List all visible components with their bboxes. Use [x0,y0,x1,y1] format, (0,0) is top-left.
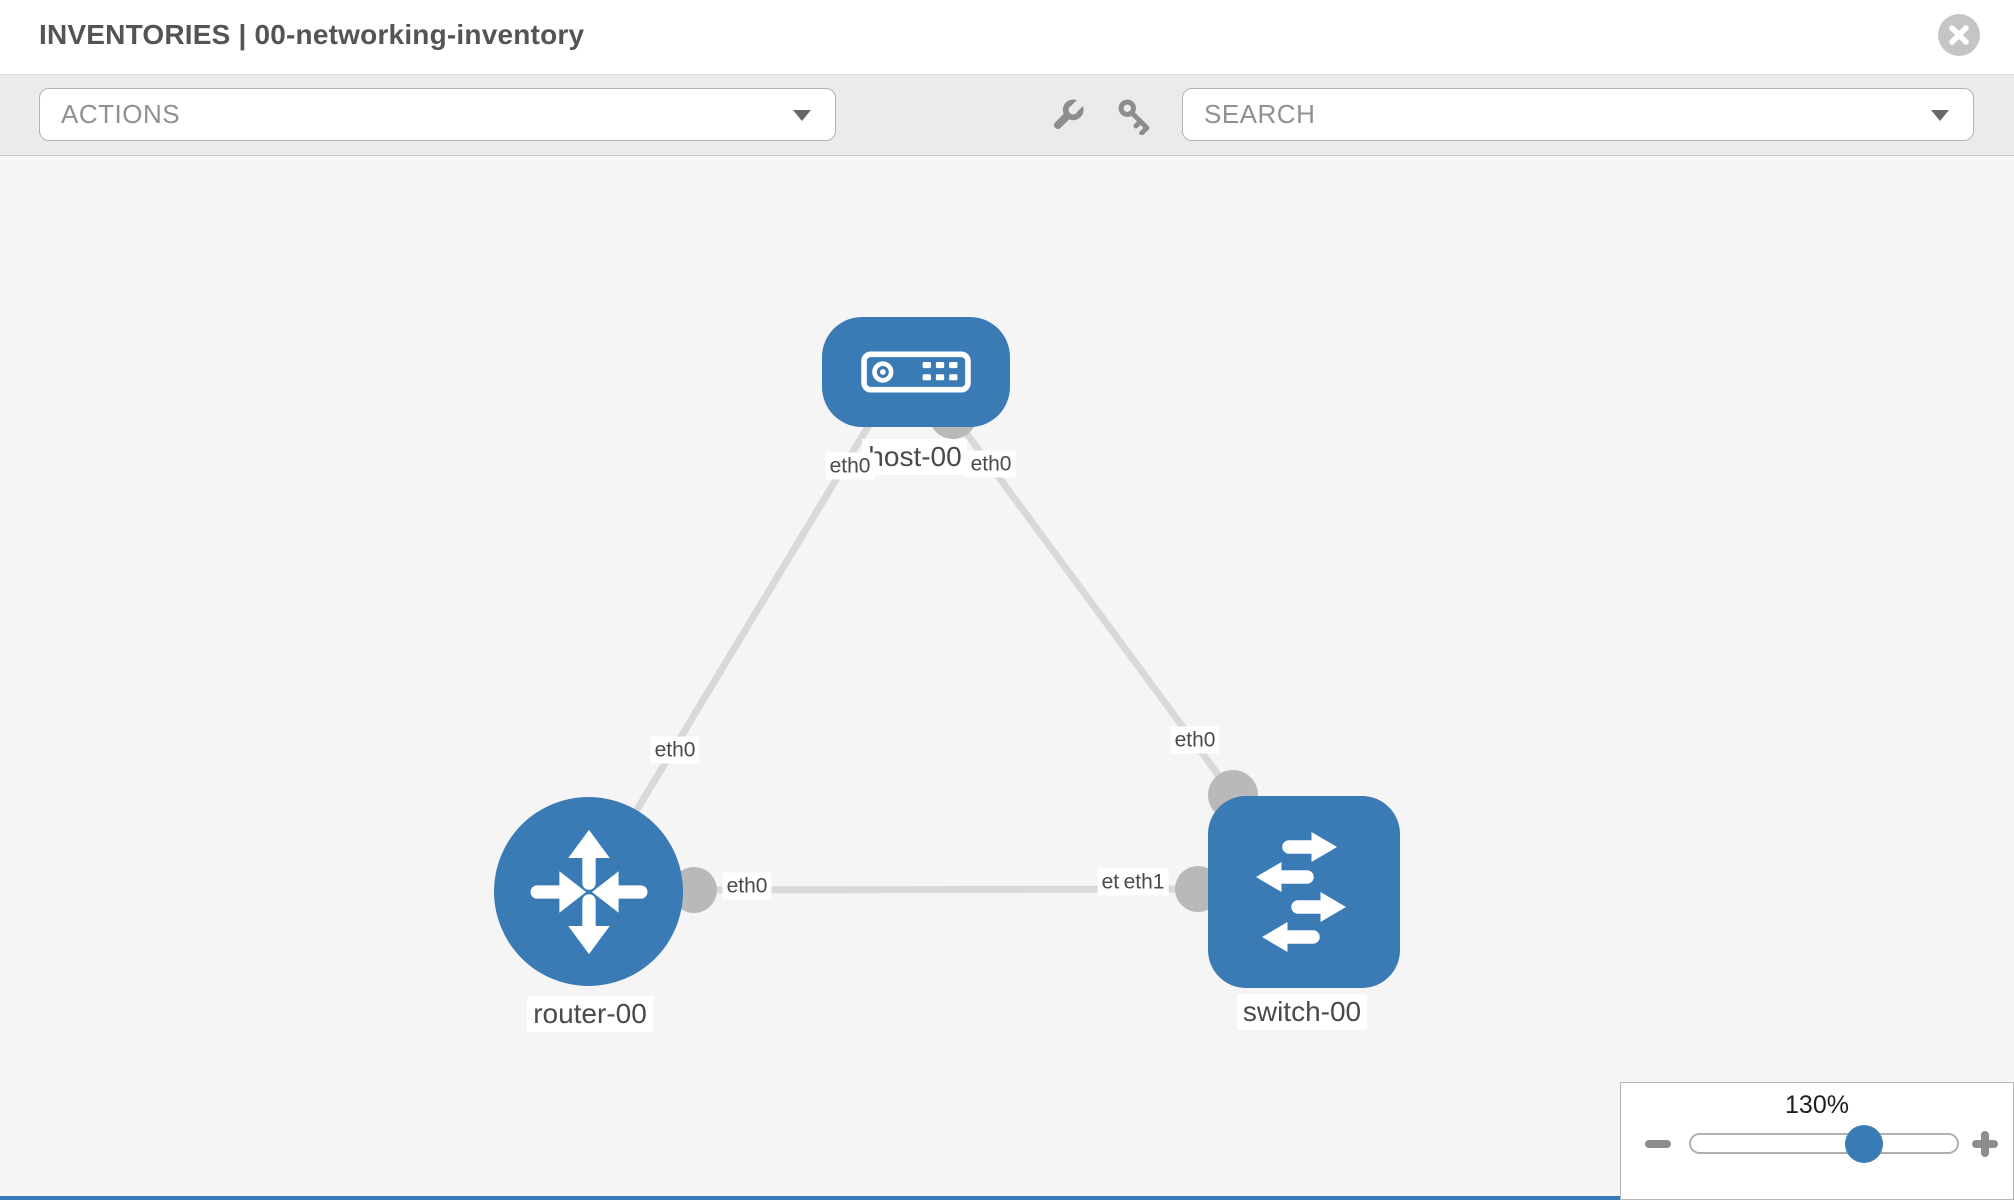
actions-dropdown-label: ACTIONS [61,99,181,129]
interface-label: eth0 [1170,726,1220,754]
key-icon [1118,99,1150,135]
actions-dropdown[interactable]: ACTIONS [39,88,836,141]
node-label-router: router-00 [527,996,653,1032]
header: INVENTORIES | 00-networking-inventory [0,0,2014,75]
configure-tools-button[interactable] [1044,93,1090,139]
node-switch-00[interactable] [1208,796,1400,988]
interface-label: eth0 [966,450,1016,478]
interface-connector [671,867,717,913]
links-layer [585,391,1258,913]
node-label-host: host-00 [862,439,968,475]
credentials-button[interactable] [1112,93,1158,139]
switch-icon [1256,832,1346,952]
interface-label: eth0 [825,452,875,480]
node-router-00[interactable] [494,797,683,986]
zoom-out-button[interactable] [1645,1140,1671,1148]
chevron-down-icon [1931,109,1949,121]
zoom-slider-knob[interactable] [1845,1125,1883,1163]
interface-label: eth1 [1119,868,1169,896]
host-icon [861,351,971,393]
page-title: INVENTORIES | 00-networking-inventory [39,19,585,50]
search-placeholder: SEARCH [1204,99,1316,129]
bottom-accent-bar [0,1196,1620,1200]
search-dropdown[interactable]: SEARCH [1182,88,1974,141]
zoom-panel: 130% [1620,1082,2014,1200]
toolbar: ACTIONS SEARCH [0,75,2014,156]
node-label-switch: switch-00 [1236,994,1368,1030]
node-host-00[interactable] [822,317,1010,427]
wrench-icon [1053,97,1086,130]
zoom-in-button[interactable] [1972,1131,1998,1157]
router-icon [530,829,647,954]
chevron-down-icon [793,109,811,121]
close-button[interactable] [1938,14,1980,56]
interface-label: eth0 [650,736,700,764]
zoom-slider-track[interactable] [1689,1133,1959,1154]
zoom-level-text: 130% [1785,1091,1849,1119]
interface-label: eth0 [722,872,772,900]
close-icon [1949,25,1969,45]
topology-canvas[interactable]: host-00 router-00 switch-00 eth0 eth0 et… [0,156,2014,1200]
